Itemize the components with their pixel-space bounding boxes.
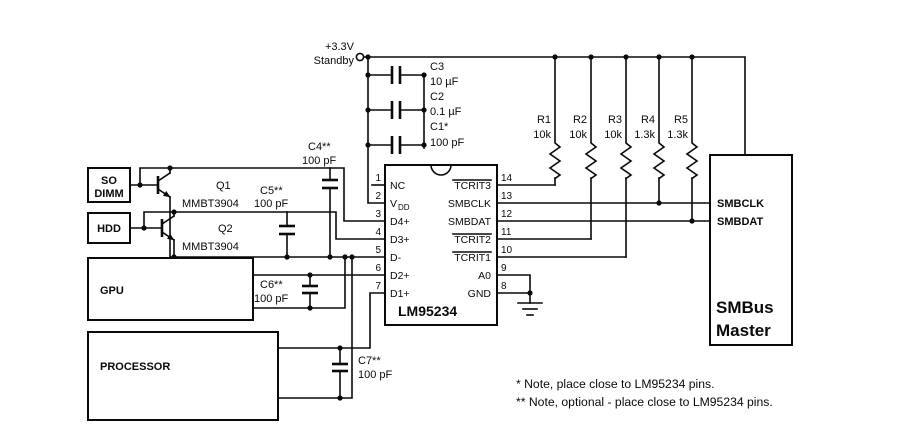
cap-c1-value: 100 pF xyxy=(430,137,465,149)
ic-notch xyxy=(430,164,452,176)
pin1-number: 1 xyxy=(375,173,381,184)
res-r5-value: 1.3k xyxy=(667,129,688,141)
note-2: ** Note, optional - place close to LM952… xyxy=(516,395,773,409)
res-r1-ref: R1 xyxy=(537,114,551,126)
so-dimm-block xyxy=(87,167,131,203)
res-r2-ref: R2 xyxy=(573,114,587,126)
cap-c1-ref: C1* xyxy=(430,121,449,133)
res-r3-ref: R3 xyxy=(608,114,622,126)
lm95234-ic-body xyxy=(384,164,498,326)
cap-c2-value: 0.1 µF xyxy=(430,106,462,118)
res-r1-value: 10k xyxy=(533,129,551,141)
hdd-label: HDD xyxy=(97,223,121,235)
gpu-block xyxy=(87,257,254,321)
smbus-master-title-2: Master xyxy=(716,321,771,340)
ic-part-number: LM95234 xyxy=(398,303,457,319)
master-smbclk-label: SMBCLK xyxy=(717,198,764,210)
pin12-name: SMBDAT xyxy=(448,216,492,228)
supply-voltage-label: +3.3V xyxy=(325,41,355,53)
cap-c4-value: 100 pF xyxy=(302,155,337,167)
q1-part: MMBT3904 xyxy=(182,198,239,210)
cap-c6-ref: C6** xyxy=(260,279,283,291)
note-1: * Note, place close to LM95234 pins. xyxy=(516,377,715,391)
cap-c5-ref: C5** xyxy=(260,185,283,197)
res-r2-value: 10k xyxy=(569,129,587,141)
hdd-block xyxy=(87,212,131,244)
ground-symbol xyxy=(517,302,543,316)
pin14-number: 14 xyxy=(501,173,513,184)
res-r3-value: 10k xyxy=(604,129,622,141)
cap-c7-ref: C7** xyxy=(358,355,381,367)
pin14-name: TCRIT3 xyxy=(454,180,491,192)
pin2-name-subscript: DD xyxy=(398,203,410,212)
pin11-name: TCRIT2 xyxy=(454,234,491,246)
supply-standby-label: Standby xyxy=(314,55,355,67)
supply-terminal xyxy=(355,52,365,62)
pin1-name: NC xyxy=(390,180,406,192)
pin3-number: 3 xyxy=(375,209,381,220)
q1-ref: Q1 xyxy=(216,180,231,192)
cap-c7-value: 100 pF xyxy=(358,369,393,381)
pin7-number: 7 xyxy=(375,281,381,292)
pin9-number: 9 xyxy=(501,263,507,274)
pin10-name: TCRIT1 xyxy=(454,252,491,264)
res-r5-ref: R5 xyxy=(674,114,688,126)
gpu-label: GPU xyxy=(100,285,124,297)
so-dimm-label-2: DIMM xyxy=(94,188,123,200)
cap-c5-value: 100 pF xyxy=(254,198,289,210)
cap-c2-ref: C2 xyxy=(430,91,444,103)
processor-label: PROCESSOR xyxy=(100,361,170,373)
so-dimm-label-1: SO xyxy=(101,175,117,187)
pin8-number: 8 xyxy=(501,281,507,292)
pin9-name: A0 xyxy=(478,270,491,282)
pin4-number: 4 xyxy=(375,227,381,238)
smbus-master-block xyxy=(709,154,793,346)
pin8-name: GND xyxy=(468,288,492,300)
smbus-master-title-1: SMBus xyxy=(716,298,774,317)
q2-ref: Q2 xyxy=(218,223,233,235)
master-smbdat-label: SMBDAT xyxy=(717,216,764,228)
pin4-name: D3+ xyxy=(390,234,410,246)
pin10-number: 10 xyxy=(501,245,513,256)
pin13-number: 13 xyxy=(501,191,513,202)
pin13-name: SMBCLK xyxy=(448,198,491,210)
res-r4-value: 1.3k xyxy=(634,129,655,141)
q2-part: MMBT3904 xyxy=(182,241,239,253)
cap-c6-value: 100 pF xyxy=(254,293,289,305)
bypass-capacitors xyxy=(390,66,402,154)
pin3-name: D4+ xyxy=(390,216,410,228)
labels: +3.3V Standby C3 10 µF C2 0.1 µF C1* 100… xyxy=(94,41,773,409)
active-low-overlines xyxy=(452,179,492,253)
res-r4-ref: R4 xyxy=(641,114,655,126)
pin6-name: D2+ xyxy=(390,270,410,282)
pin6-number: 6 xyxy=(375,263,381,274)
pin2-name: V xyxy=(390,198,397,210)
pin5-name: D- xyxy=(390,252,402,264)
cap-c3-value: 10 µF xyxy=(430,76,459,88)
pin7-name: D1+ xyxy=(390,288,410,300)
cap-c4-ref: C4** xyxy=(308,141,331,153)
processor-block xyxy=(87,331,279,421)
pin12-number: 12 xyxy=(501,209,513,220)
pin5-number: 5 xyxy=(375,245,381,256)
cap-c3-ref: C3 xyxy=(430,61,444,73)
pin11-number: 11 xyxy=(501,227,512,238)
pin2-number: 2 xyxy=(375,191,381,202)
